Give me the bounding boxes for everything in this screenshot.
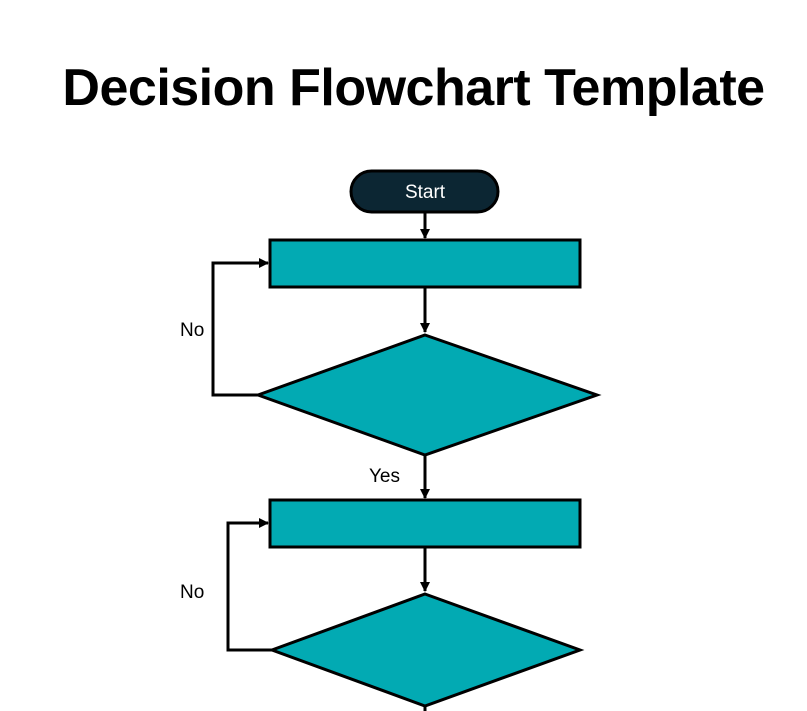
loop-label-no-2: No [180, 582, 204, 603]
process-box-1[interactable] [268, 238, 582, 289]
decision-diamond-1[interactable] [253, 333, 602, 457]
loop-back-arrow-2 [226, 518, 272, 652]
decision-diamond-2[interactable] [267, 592, 585, 708]
loop-label-no-1: No [180, 320, 204, 341]
yes-label-1: Yes [369, 466, 400, 487]
process-box-2[interactable] [268, 498, 582, 549]
page-title: Decision Flowchart Template [62, 59, 765, 117]
start-label: Start [405, 182, 446, 203]
loop-back-arrow-1 [211, 258, 269, 397]
start-node[interactable]: Start [349, 169, 500, 214]
